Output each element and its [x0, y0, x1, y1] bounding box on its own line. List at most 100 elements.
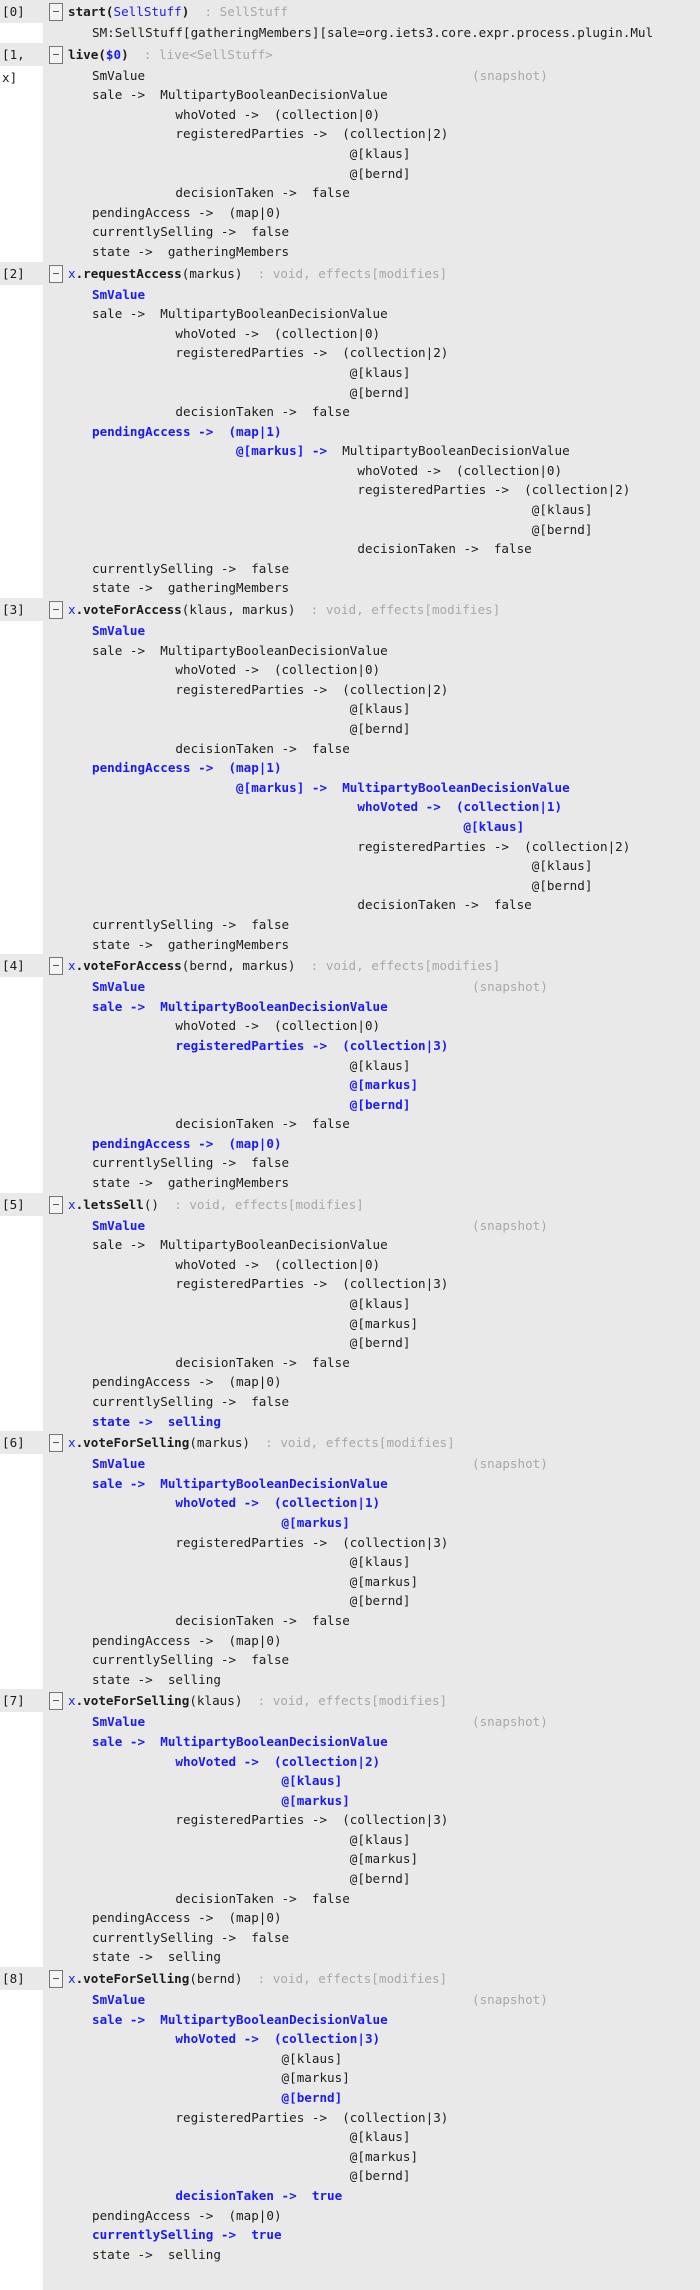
record-index-label: [5] — [0, 1192, 43, 1216]
changed-value-text: pendingAccess -> (map|0) — [92, 1135, 282, 1151]
result-line: SmValue — [92, 621, 700, 641]
result-line: currentlySelling -> false — [92, 1392, 700, 1412]
record-index-label: [0] — [0, 0, 43, 23]
repl-record: [3]x.voteForAccess(klaus, markus) : void… — [0, 598, 700, 954]
record-result: SM:SellStuff[gatheringMembers][sale=org.… — [0, 23, 700, 43]
result-line: @[markus] — [92, 2147, 700, 2167]
collapse-toggle-icon[interactable] — [49, 264, 63, 283]
repl-record: [4]x.voteForAccess(bernd, markus) : void… — [0, 954, 700, 1193]
record-expression[interactable]: start(SellStuff) : SellStuff — [68, 0, 288, 23]
record-result: SmValue(snapshot)sale -> MultipartyBoole… — [0, 1712, 700, 1967]
result-line: decisionTaken -> true — [92, 2186, 700, 2206]
value-text: currentlySelling -> false — [92, 224, 290, 240]
result-line: @[bernd] — [92, 876, 700, 896]
result-line: @[markus] — [92, 1791, 700, 1811]
collapse-toggle-icon[interactable] — [49, 1434, 63, 1453]
result-line: currentlySelling -> false — [92, 1650, 700, 1670]
result-line: @[bernd] — [92, 1591, 700, 1611]
record-index-label: [2] — [0, 261, 43, 285]
collapse-toggle-icon[interactable] — [49, 45, 63, 64]
value-text: @[bernd] — [92, 2168, 411, 2184]
changed-value-text: sale -> MultipartyBooleanDecisionValue — [92, 998, 388, 1014]
value-text: SM:SellStuff[gatheringMembers][sale=org.… — [92, 25, 654, 40]
value-text: state -> selling — [92, 1949, 221, 1965]
value-text: state -> selling — [92, 1671, 221, 1687]
changed-value-text: whoVoted -> (collection|3) — [92, 2031, 381, 2047]
value-text: decisionTaken -> false — [92, 897, 532, 913]
record-header: [7]x.voteForSelling(klaus) : void, effec… — [0, 1689, 700, 1713]
record-expression[interactable]: x.voteForSelling(klaus) : void, effects[… — [68, 1689, 447, 1712]
value-text: registeredParties -> (collection|2) — [92, 126, 449, 142]
result-line: @[klaus] — [92, 1056, 700, 1076]
expression-token: () — [143, 1196, 160, 1212]
changed-value-text: @[bernd] — [92, 2090, 343, 2105]
value-text: currentlySelling -> false — [92, 560, 290, 576]
collapse-toggle-icon[interactable] — [49, 3, 63, 21]
result-line: state -> selling — [92, 1947, 700, 1967]
value-text: registeredParties -> (collection|2) — [92, 482, 631, 498]
expression-token: ) — [121, 46, 129, 62]
expression-token: x — [68, 958, 76, 974]
repl-record: [2] x.requestAccess(markus) : void, effec… — [0, 261, 700, 599]
expression-token: (bernd) — [189, 1971, 243, 1987]
result-line: whoVoted -> (collection|0) — [92, 461, 700, 481]
result-line: @[markus] -> MultipartyBooleanDecisionVa… — [92, 441, 700, 461]
result-line: @[klaus] — [92, 817, 700, 837]
result-line: pendingAccess -> (map|0) — [92, 203, 700, 223]
result-line: SmValue(snapshot) — [92, 977, 700, 997]
snapshot-label: (snapshot) — [472, 1714, 548, 1730]
result-line: @[klaus] — [92, 2127, 700, 2147]
value-text: @[klaus] — [92, 858, 593, 874]
record-index-label: [8] — [0, 1967, 43, 1991]
repl-record: [5] x.letsSell() : void, effects[modifies… — [0, 1192, 700, 1432]
result-line: whoVoted -> (collection|1) — [92, 1493, 700, 1513]
record-expression[interactable]: x.voteForSelling(bernd) : void, effects[… — [68, 1967, 447, 1990]
record-header: [2] x.requestAccess(markus) : void, effec… — [0, 261, 700, 285]
value-text: decisionTaken -> false — [92, 1116, 350, 1132]
result-type-hint: : void, effects[modifies] — [242, 1693, 448, 1709]
result-line: registeredParties -> (collection|3) — [92, 1036, 700, 1056]
snapshot-label: (snapshot) — [472, 1217, 548, 1233]
value-text: registeredParties -> (collection|3) — [92, 1534, 449, 1550]
value-text: registeredParties -> (collection|3) — [92, 1276, 449, 1292]
value-text: @[klaus] — [92, 364, 411, 380]
record-expression[interactable]: x.voteForSelling(markus) : void, effects… — [68, 1431, 455, 1454]
collapse-toggle-icon[interactable] — [49, 1195, 63, 1214]
value-text: @[bernd] — [92, 1335, 411, 1351]
value-text: registeredParties -> (collection|2) — [92, 838, 631, 854]
result-line: @[klaus] — [92, 1552, 700, 1572]
value-text: decisionTaken -> false — [92, 541, 532, 557]
value-text: whoVoted -> (collection|0) — [92, 106, 381, 122]
record-header: [3]x.voteForAccess(klaus, markus) : void… — [0, 598, 700, 622]
record-expression[interactable]: x.letsSell() : void, effects[modifies] — [68, 1193, 364, 1216]
result-type-hint: : void, effects[modifies] — [159, 1196, 364, 1212]
value-text: sale -> MultipartyBooleanDecisionValue — [92, 306, 388, 322]
result-line: pendingAccess -> (map|0) — [92, 1134, 700, 1154]
value-text: @[bernd] — [92, 1593, 411, 1609]
collapse-toggle-icon[interactable] — [49, 1692, 63, 1711]
value-text: decisionTaken -> false — [92, 740, 350, 756]
value-text: pendingAccess -> (map|0) — [92, 204, 282, 220]
record-expression[interactable]: x.requestAccess(markus) : void, effects[… — [68, 262, 447, 285]
collapse-toggle-icon[interactable] — [49, 601, 63, 620]
result-line: sale -> MultipartyBooleanDecisionValue — [92, 2010, 700, 2030]
result-line: whoVoted -> (collection|0) — [92, 105, 700, 125]
value-text: currentlySelling -> false — [92, 1652, 290, 1668]
collapse-toggle-icon[interactable] — [49, 957, 63, 976]
result-line: currentlySelling -> false — [92, 915, 700, 935]
result-line: pendingAccess -> (map|1) — [92, 422, 700, 442]
record-expression[interactable]: x.voteForAccess(klaus, markus) : void, e… — [68, 598, 500, 621]
result-line: pendingAccess -> (map|0) — [92, 1631, 700, 1651]
expression-token: (klaus) — [189, 1693, 243, 1709]
value-text: @[klaus] — [92, 1296, 411, 1312]
collapse-toggle-icon[interactable] — [49, 1970, 63, 1989]
changed-value-text: SmValue — [92, 979, 146, 995]
record-expression[interactable]: live($0) : live<SellStuff> — [68, 43, 273, 66]
value-text: @[markus] — [92, 2070, 350, 2086]
record-expression[interactable]: x.voteForAccess(bernd, markus) : void, e… — [68, 954, 500, 977]
result-line: @[bernd] — [92, 719, 700, 739]
result-line: state -> selling — [92, 2245, 700, 2265]
result-type-hint: : void, effects[modifies] — [295, 958, 501, 974]
